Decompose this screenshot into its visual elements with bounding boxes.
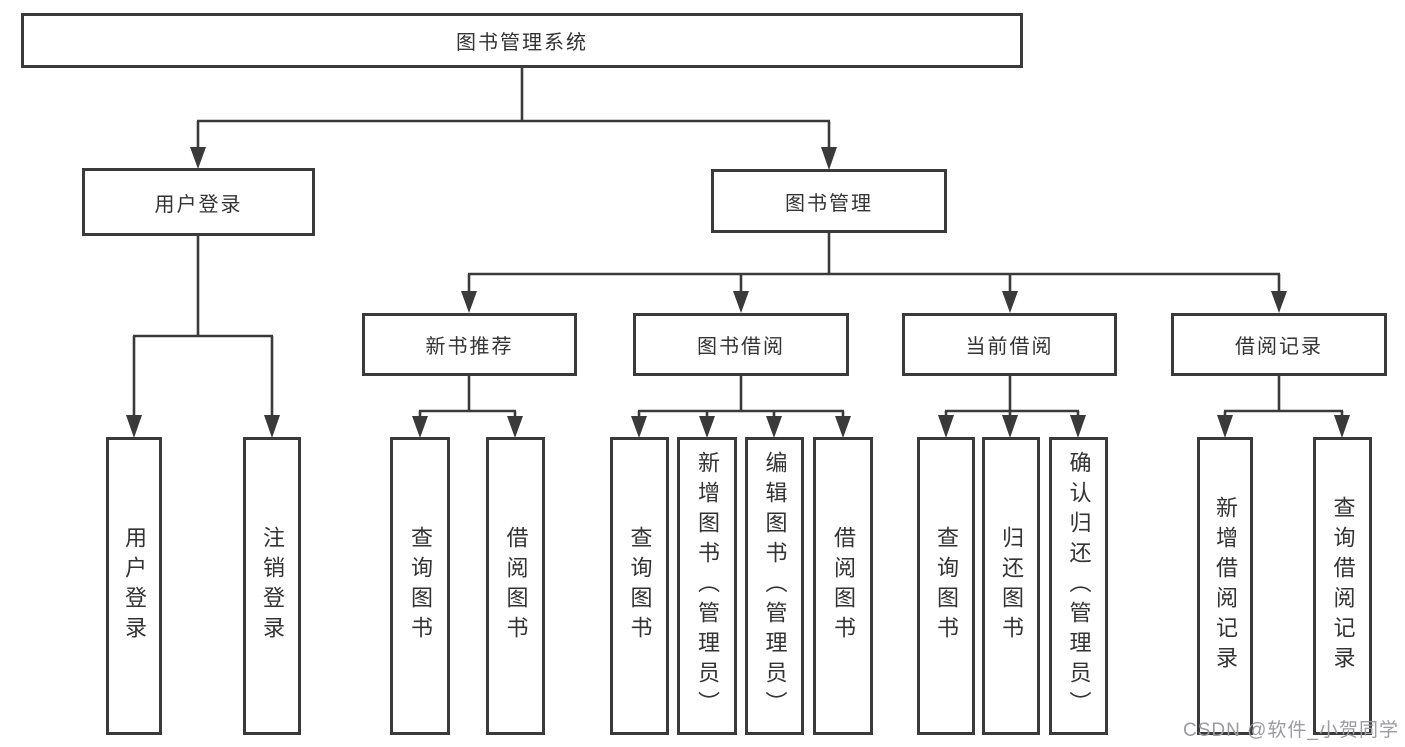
node-system-root: 图书管理系统 [21, 13, 1023, 68]
leaf-user-login: 用户登录 [106, 437, 162, 735]
leaf-add-books-admin: 新增图书（管理员） [677, 437, 737, 735]
leaf-logout: 注销登录 [243, 437, 301, 735]
node-borrow-records: 借阅记录 [1171, 313, 1387, 376]
node-book-borrowing: 图书借阅 [633, 313, 849, 376]
leaf-confirm-return-admin: 确认归还（管理员） [1049, 437, 1108, 735]
leaf-borrow-books-1: 借阅图书 [486, 437, 545, 735]
leaf-add-borrow-record: 新增借阅记录 [1197, 437, 1253, 735]
leaf-return-books: 归还图书 [982, 437, 1040, 735]
node-user-login: 用户登录 [82, 168, 315, 236]
csdn-watermark: CSDN @软件_小贺同学 [1183, 720, 1399, 741]
leaf-edit-books-admin: 编辑图书（管理员） [745, 437, 804, 735]
node-new-book-recommend: 新书推荐 [362, 313, 577, 376]
leaf-query-books-1: 查询图书 [390, 437, 450, 735]
node-book-management: 图书管理 [711, 169, 947, 233]
leaf-query-books-2: 查询图书 [610, 437, 669, 735]
node-current-borrowing: 当前借阅 [902, 313, 1117, 376]
leaf-borrow-books-2: 借阅图书 [813, 437, 873, 735]
leaf-query-books-3: 查询图书 [917, 437, 975, 735]
leaf-query-borrow-record: 查询借阅记录 [1313, 437, 1372, 735]
